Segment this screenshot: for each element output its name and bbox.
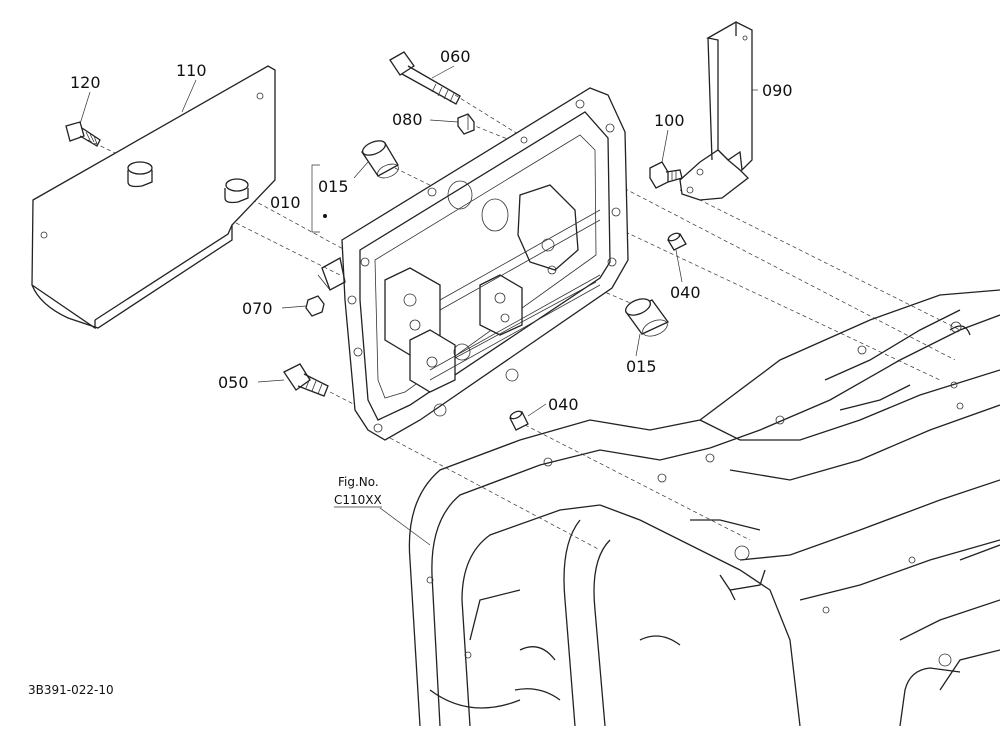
- label-050[interactable]: 050: [218, 373, 249, 392]
- label-060[interactable]: 060: [440, 47, 471, 66]
- transmission-case: [408, 289, 1000, 727]
- label-100[interactable]: 100: [654, 111, 685, 130]
- part-080-nut: [457, 113, 475, 135]
- part-070-nut: [305, 295, 325, 317]
- figure-ref-link[interactable]: C110XX: [334, 493, 382, 507]
- part-110-cover-plate: [31, 65, 276, 330]
- label-090[interactable]: 090: [762, 81, 793, 100]
- part-040-dowel-pin-lower: [509, 410, 529, 431]
- part-number-labels: 110 120 060 080 015 010 090 100 040 070 …: [70, 47, 793, 414]
- part-015-bushing-upper: [361, 140, 399, 179]
- part-050-bolt: [283, 363, 329, 397]
- label-015-lower[interactable]: 015: [626, 357, 657, 376]
- label-015-upper[interactable]: 015: [318, 177, 349, 196]
- part-040-dowel-pin-upper: [667, 232, 687, 251]
- part-010-cover-assembly: [317, 87, 629, 441]
- label-110[interactable]: 110: [176, 61, 207, 80]
- label-080[interactable]: 080: [392, 110, 423, 129]
- part-100-bolt: [649, 161, 683, 189]
- label-120[interactable]: 120: [70, 73, 101, 92]
- part-120-bolt: [65, 121, 101, 147]
- figure-reference: Fig.No. C110XX: [334, 475, 382, 508]
- label-leaders: [79, 65, 758, 546]
- drawing-code: 3B391-022-10: [28, 683, 114, 697]
- label-040-upper[interactable]: 040: [670, 283, 701, 302]
- figure-ref-label: Fig.No.: [338, 475, 379, 489]
- label-040-lower[interactable]: 040: [548, 395, 579, 414]
- label-070[interactable]: 070: [242, 299, 273, 318]
- part-090-bracket: [679, 21, 753, 201]
- part-015-bushing-lower: [625, 298, 669, 337]
- label-010[interactable]: 010: [270, 193, 301, 212]
- part-060-bolt: [389, 51, 461, 105]
